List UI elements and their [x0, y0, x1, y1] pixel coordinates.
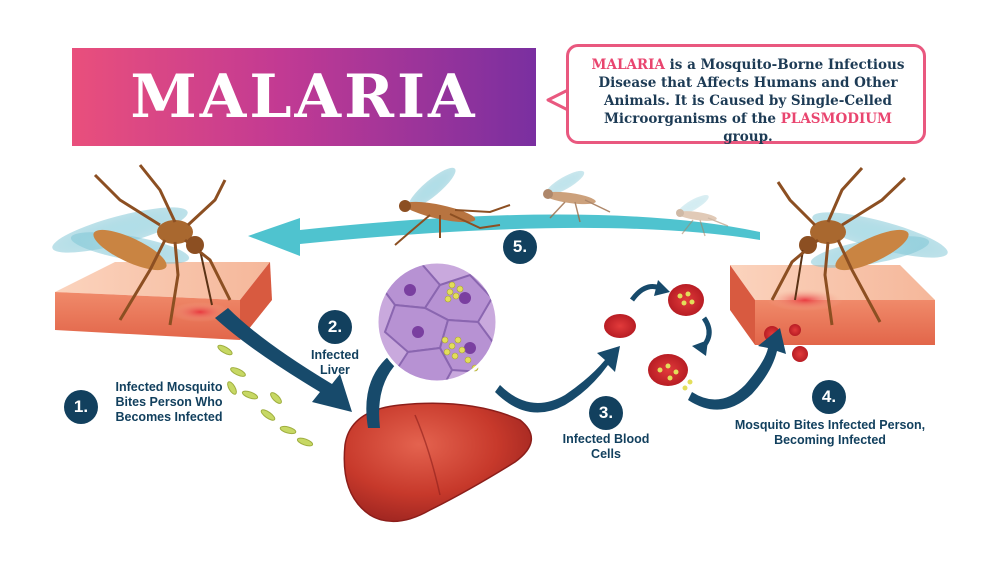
step-5-number: 5.: [503, 230, 537, 264]
description-text: MALARIA is a Mosquito-Borne Infectious D…: [578, 56, 918, 146]
parasite-trail: [217, 344, 314, 447]
liver: [343, 402, 532, 523]
blood-to-mosquito-arrow: [688, 328, 786, 410]
transmission-arrow: [248, 214, 760, 256]
step-2-label: Infected Liver: [311, 348, 359, 377]
bubble-tail: [546, 88, 570, 112]
step-2-number: 2.: [318, 310, 352, 344]
left-mosquito: [52, 164, 232, 326]
title-banner: [72, 48, 536, 146]
liver-cell-magnification: [375, 260, 499, 384]
bite-to-liver-arrow: [215, 308, 352, 412]
description-highlight: PLASMODIUM: [780, 111, 892, 127]
liver-to-cells-arrow: [366, 345, 410, 428]
description-end: group.: [723, 129, 773, 145]
step-3-number: 3.: [589, 396, 623, 430]
description-term: MALARIA: [591, 57, 665, 73]
description-body: is a Mosquito-Borne Infectious Disease t…: [598, 57, 905, 127]
right-skin-block: [730, 265, 935, 362]
flying-mosquito-large: [394, 167, 511, 246]
step-3-label: Infected Blood Cells: [562, 432, 650, 461]
flying-mosquito-small: [676, 195, 729, 237]
page-title: MALARIA: [130, 62, 478, 132]
flying-mosquito-medium: [543, 170, 611, 223]
step-4-number: 4.: [812, 380, 846, 414]
description-bubble: [566, 44, 926, 144]
step-4-label: Mosquito Bites Infected Person, Becoming…: [734, 418, 926, 447]
liver-to-blood-arrow: [495, 346, 620, 413]
step-1-number: 1.: [64, 390, 98, 424]
step-1-label: Infected Mosquito Bites Person Who Becom…: [115, 380, 223, 424]
blood-cells: [604, 280, 712, 391]
right-mosquito: [770, 166, 948, 326]
